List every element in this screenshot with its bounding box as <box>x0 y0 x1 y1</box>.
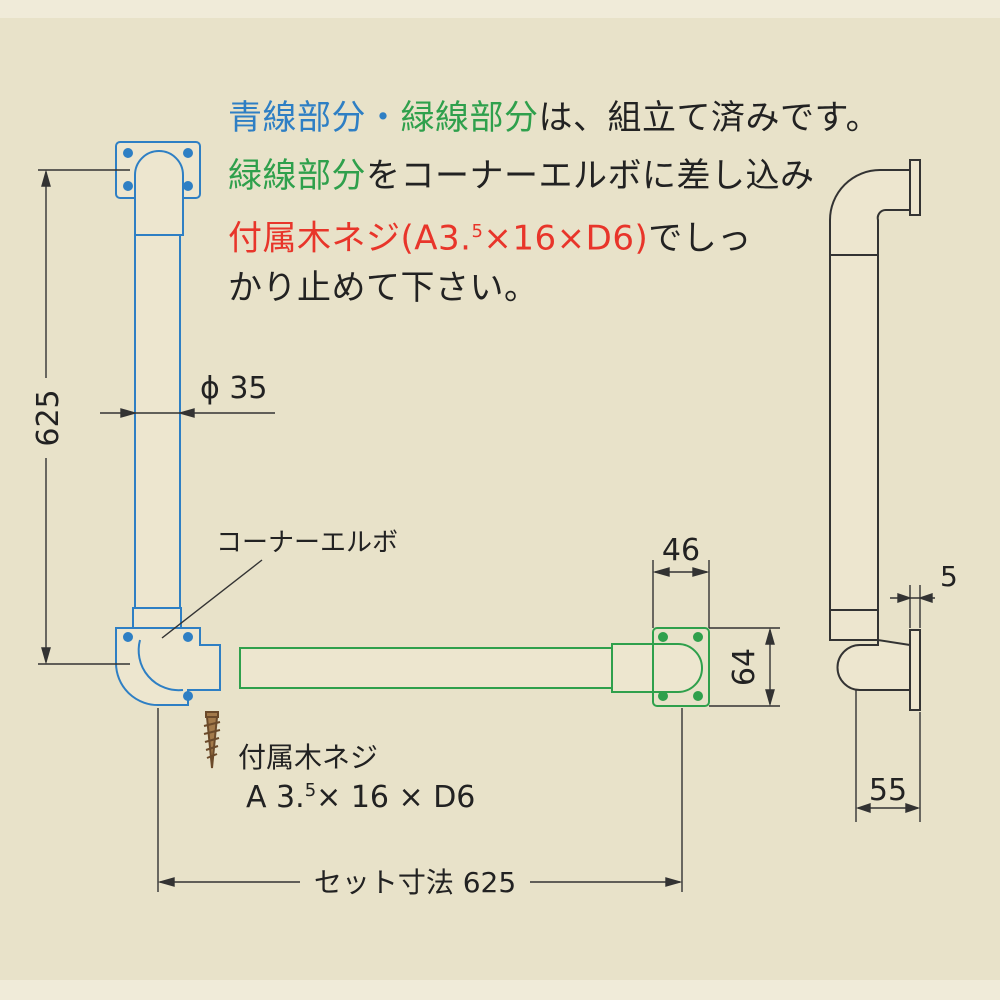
blue-screws <box>123 148 193 701</box>
instruction-line-4: かり止めて下さい。 <box>228 268 539 308</box>
instruction-line-3: 付属木ネジ(A3.5×16×D6)でしっ <box>228 212 752 258</box>
screw-spec-sup: 5 <box>304 780 317 801</box>
top-cap <box>134 150 184 236</box>
fasten-text-end: かり止めて下さい。 <box>228 268 539 308</box>
screw-dot <box>183 181 193 191</box>
dim-flange-height-64: 64 <box>727 648 762 686</box>
screw-spec-inline-b: ×16×D6) <box>483 218 649 259</box>
green-part-label: 緑線部分 <box>400 98 539 138</box>
screw-title-label: 付属木ネジ <box>238 741 379 774</box>
dim-set-size: セット寸法 625 <box>314 866 516 899</box>
insert-text: をコーナーエルボに差し込み <box>366 156 815 196</box>
screw-spec-inline-sup: 5 <box>471 221 484 242</box>
screw-dot <box>183 691 193 701</box>
separator-dot: ・ <box>366 98 401 138</box>
screw-spec-b: × 16 × D6 <box>316 780 476 815</box>
fasten-text: でしっ <box>648 218 752 259</box>
vertical-bar-assembly <box>114 141 221 707</box>
side-view <box>829 159 921 711</box>
side-cap <box>611 643 703 693</box>
dim-flange-width-46: 46 <box>662 533 700 568</box>
side-flange <box>652 627 710 707</box>
horizontal-bar-assembly <box>239 627 710 707</box>
side-pipe <box>829 254 879 616</box>
side-bottom-tube <box>836 638 911 691</box>
assembled-text: は、組立て済みです。 <box>538 98 881 138</box>
screw-spec-label: A 3.5× 16 × D6 <box>246 780 475 815</box>
blue-part-label: 青線部分 <box>228 98 366 138</box>
instruction-line-2: 緑線部分をコーナーエルボに差し込み <box>228 156 815 196</box>
screw-dot <box>693 691 703 701</box>
side-top-elbow <box>829 169 911 261</box>
horizontal-pipe <box>239 647 616 689</box>
screw-dot <box>123 181 133 191</box>
dim-thickness-5: 5 <box>940 560 958 593</box>
screw-dot <box>658 632 668 642</box>
elbow-inner-curve <box>137 639 184 692</box>
corner-elbow <box>114 627 221 707</box>
side-top-flange <box>909 159 921 216</box>
side-bottom-flange <box>909 629 921 711</box>
screw-dot <box>183 632 193 642</box>
dim-diameter-35: ϕ 35 <box>200 371 268 406</box>
side-bottom-sleeve <box>829 609 879 641</box>
vertical-pipe <box>134 234 181 611</box>
instruction-line-1: 青線部分・緑線部分は、組立て済みです。 <box>228 98 880 138</box>
dim-height-625: 625 <box>31 389 66 446</box>
screw-dot <box>658 691 668 701</box>
screw-dot <box>123 148 133 158</box>
screw-dot <box>693 632 703 642</box>
green-screws <box>658 632 703 701</box>
green-part-label-2: 緑線部分 <box>228 156 366 196</box>
dim-projection-55: 55 <box>869 773 907 808</box>
screw-dot <box>123 632 133 642</box>
dimension-lines <box>38 169 935 892</box>
corner-elbow-label: コーナーエルボ <box>216 528 399 558</box>
screw-spec-inline-a: 付属木ネジ(A3. <box>228 218 472 259</box>
screw-spec-a: A 3. <box>246 780 305 815</box>
wood-screw-icon <box>203 711 221 769</box>
screw-dot <box>183 148 193 158</box>
